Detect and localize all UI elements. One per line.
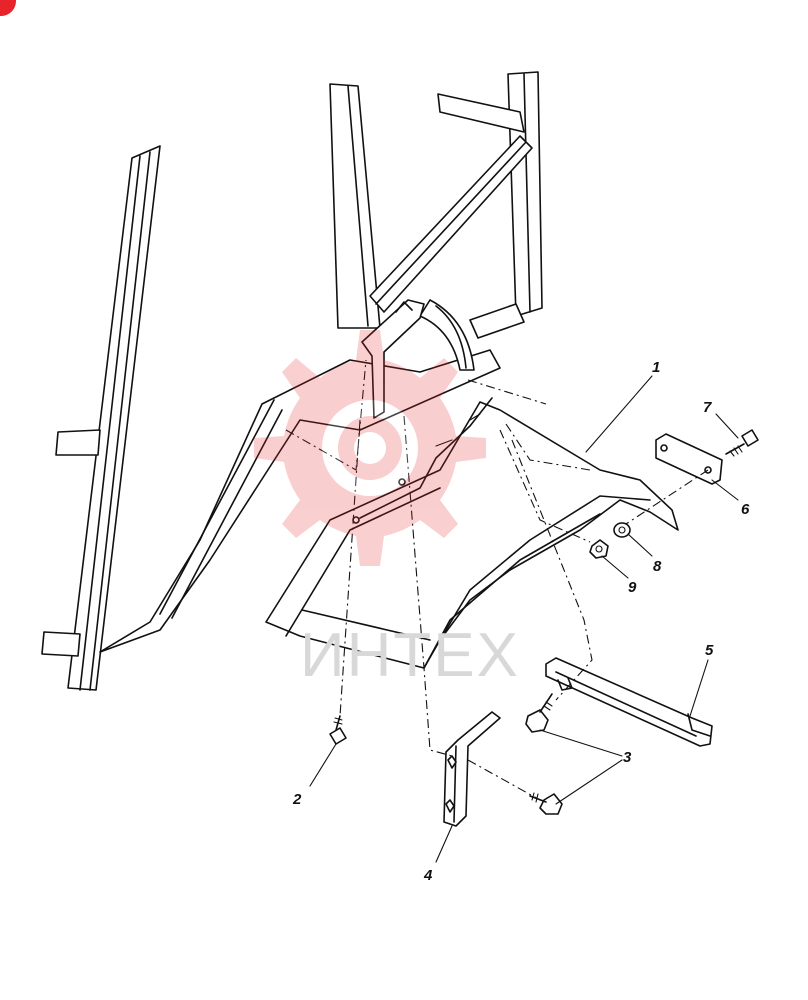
callout-6: 6 <box>741 501 750 518</box>
part-6-bracket-plate <box>655 433 723 485</box>
part-9-nut <box>589 539 609 559</box>
gear-icon <box>254 330 486 566</box>
part-2-screw <box>329 715 347 745</box>
callout-3: 3 <box>623 749 632 766</box>
intech-watermark <box>254 330 486 566</box>
leader-lines <box>309 375 739 863</box>
cab-frame-left-pillar <box>41 145 161 691</box>
cab-frame-rear-structure <box>329 71 543 339</box>
inner-fender-panel <box>99 299 501 653</box>
part-8-washer <box>613 522 631 538</box>
part-1-fender <box>265 397 679 669</box>
watermark-text: ИНТЕХ <box>300 621 520 690</box>
callout-9: 9 <box>628 579 637 596</box>
callout-labels: 1 2 3 4 5 6 7 8 9 <box>292 359 750 884</box>
callout-8: 8 <box>653 558 662 575</box>
assembly-center-lines <box>285 359 709 801</box>
part-5-support-strip <box>545 657 713 747</box>
upper-mount-bracket <box>361 299 425 419</box>
part-4-bracket <box>443 711 501 827</box>
part-7-screw <box>725 429 759 457</box>
callout-5: 5 <box>705 642 714 659</box>
part-3-bolt-upper <box>525 693 553 733</box>
callout-2: 2 <box>292 791 302 808</box>
callout-4: 4 <box>423 867 433 884</box>
callout-1: 1 <box>652 359 660 376</box>
callout-7: 7 <box>703 399 712 416</box>
